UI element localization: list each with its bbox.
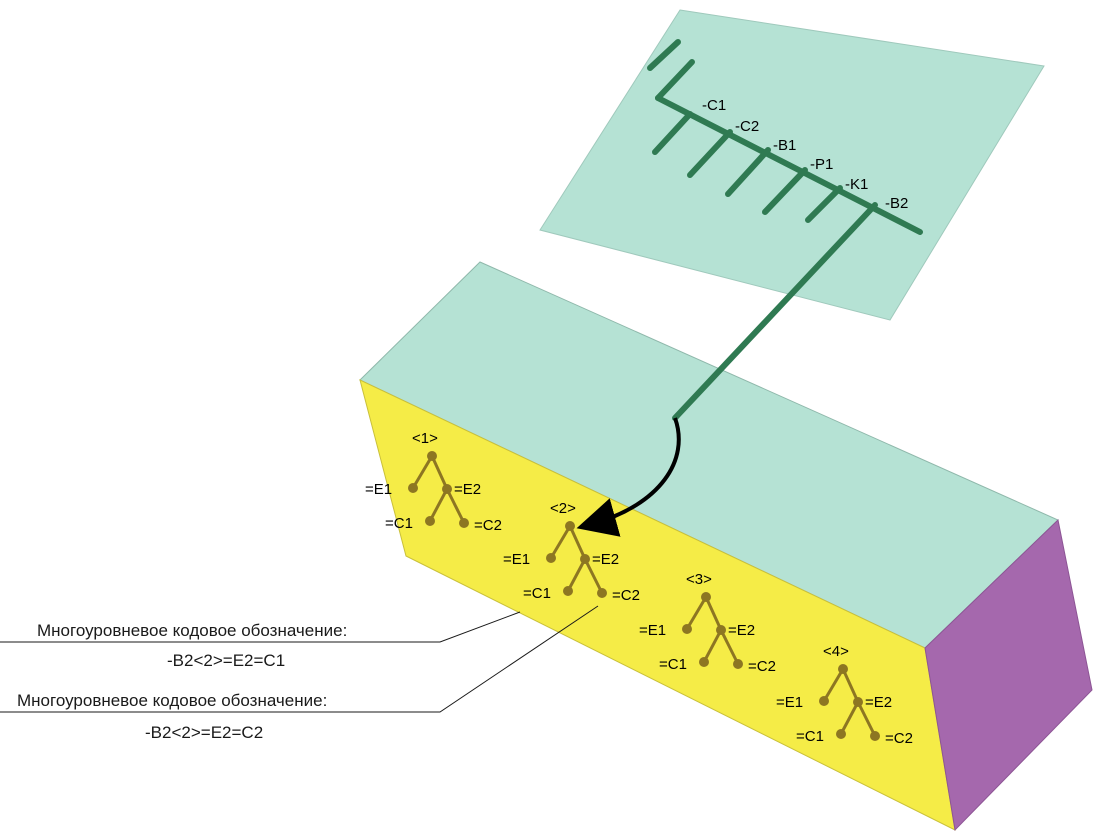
tree-3-node-sr (733, 659, 743, 669)
tree-2-label-sub-right: =C2 (612, 587, 640, 604)
schematic-label-c2: -C2 (735, 118, 759, 135)
tree-3-label-right: =E2 (728, 622, 755, 639)
tree-4-label-left: =E1 (776, 694, 803, 711)
box-side-face (924, 519, 1093, 832)
tree-2-node-l (546, 553, 556, 563)
tree-1-label-left: =E1 (365, 481, 392, 498)
tree-4-label-right: =E2 (865, 694, 892, 711)
tree-4-label-id: <4> (823, 643, 849, 660)
tree-3-edge-3 (719, 629, 740, 665)
tree-2-node-sl (563, 586, 573, 596)
callout-2-title: Многоуровневое кодовое обозначение: (17, 691, 327, 710)
tree-2-node-root (565, 521, 575, 531)
tree-2-edge-1 (568, 525, 587, 560)
tree-1-edge-3 (445, 488, 466, 524)
tree-3-label-left: =E1 (639, 622, 666, 639)
tree-4-node-r (853, 697, 863, 707)
tree-3-node-sl (699, 657, 709, 667)
tree-4-label-sub-left: =C1 (796, 728, 824, 745)
tree-2-label-right: =E2 (592, 551, 619, 568)
tree-2-label-id: <2> (550, 500, 576, 517)
tree-3-edge-1 (704, 596, 723, 631)
tree-3-edge-2 (702, 629, 723, 663)
tree-1-label-sub-left: =C1 (385, 515, 413, 532)
schematic-label-p1: -P1 (810, 156, 833, 173)
tree-2-label-sub-left: =C1 (523, 585, 551, 602)
tree-4-label-sub-right: =C2 (885, 730, 913, 747)
schematic-labels: -C1 -C2 -B1 -P1 -K1 -B2 (702, 97, 908, 212)
tree-1-node-r (442, 484, 452, 494)
tree-2-edge-0 (549, 525, 572, 559)
schematic-bus (647, 39, 923, 421)
tree-4-edge-2 (839, 701, 860, 735)
tree-1-edge-2 (428, 488, 449, 522)
callouts: Многоуровневое кодовое обозначение: -B2<… (17, 621, 347, 742)
schematic-label-b2: -B2 (885, 195, 908, 212)
tree-3-label-id: <3> (686, 571, 712, 588)
tree-1-edge-0 (411, 455, 434, 489)
tree-4-node-root (838, 664, 848, 674)
tree-4-node-sl (836, 729, 846, 739)
tree-2-edge-2 (566, 558, 587, 592)
code-trees: <1> =E1 =E2 =C1 =C2 <2> =E1 =E2 =C1 =C2 <3> =E1 =E2 =… (365, 430, 913, 747)
tree-2-label-left: =E1 (503, 551, 530, 568)
callout-2-code: -B2<2>=E2=C2 (145, 723, 263, 742)
callout-1-code: -B2<2>=E2=C1 (167, 651, 285, 670)
schematic-label-b1: -B1 (773, 137, 796, 154)
tree-4-edge-3 (856, 701, 877, 737)
tree-2-edge-3 (583, 558, 604, 594)
tree-3-node-r (716, 625, 726, 635)
callout-1-title: Многоуровневое кодовое обозначение: (37, 621, 347, 640)
tree-1-node-sr (459, 518, 469, 528)
tree-2-node-r (580, 554, 590, 564)
tree-4-edge-1 (841, 668, 860, 703)
tree-3-edge-0 (685, 596, 708, 630)
tree-1-label-right: =E2 (454, 481, 481, 498)
tree-3-label-sub-left: =C1 (659, 656, 687, 673)
tree-4-node-sr (870, 731, 880, 741)
schematic-label-c1: -C1 (702, 97, 726, 114)
tree-1-edge-1 (430, 455, 449, 490)
tree-1-node-root (427, 451, 437, 461)
tree-3-node-l (682, 624, 692, 634)
link-arrow (576, 417, 681, 537)
tree-4-node-l (819, 696, 829, 706)
tree-3-label-sub-right: =C2 (748, 658, 776, 675)
tree-3-node-root (701, 592, 711, 602)
tree-4-edge-0 (822, 668, 845, 702)
tree-2-node-sr (597, 588, 607, 598)
callout-leaders (0, 605, 599, 713)
tree-1-label-sub-right: =C2 (474, 517, 502, 534)
tree-1-label-id: <1> (412, 430, 438, 447)
tree-1-node-l (408, 483, 418, 493)
schematic-label-k1: -K1 (845, 176, 868, 193)
tree-1-node-sl (425, 516, 435, 526)
